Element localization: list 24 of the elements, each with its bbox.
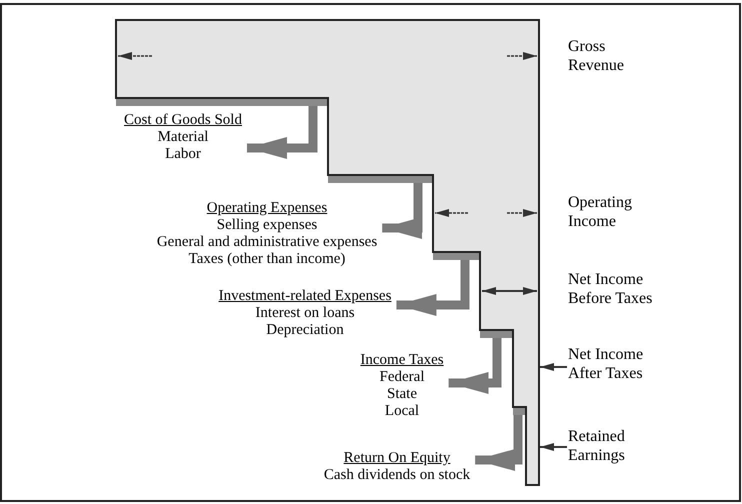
income-label: Net Income Before Taxes xyxy=(568,270,654,308)
category-heading: Income Taxes xyxy=(360,352,444,369)
category-heading: Operating Expenses xyxy=(206,200,328,217)
list-item: Material xyxy=(158,129,208,146)
list-item: Cash dividends on stock xyxy=(324,467,470,484)
list-item: Depreciation xyxy=(266,322,344,339)
list-item: Labor xyxy=(165,146,201,163)
category-heading: Investment-related Expenses xyxy=(218,288,392,305)
list-item: Local xyxy=(384,403,420,420)
leader-line xyxy=(540,363,567,371)
list-item: Taxes (other than income) xyxy=(188,251,346,268)
list-item: Federal xyxy=(380,369,424,386)
income-label: Retained Earnings xyxy=(568,427,663,465)
income-label: Net Income After Taxes xyxy=(568,345,663,383)
income-label: Operating Income xyxy=(568,193,633,231)
income-label: Gross Revenue xyxy=(568,37,625,75)
stepped-flow-band xyxy=(115,19,540,486)
list-item: Interest on loans xyxy=(255,305,355,322)
category-heading: Cost of Goods Sold xyxy=(124,112,242,129)
list-item: General and administrative expenses xyxy=(156,234,378,251)
list-item: State xyxy=(387,386,417,403)
category-heading: Return On Equity xyxy=(344,450,450,467)
list-item: Selling expenses xyxy=(216,217,318,234)
leader-line xyxy=(540,443,567,451)
